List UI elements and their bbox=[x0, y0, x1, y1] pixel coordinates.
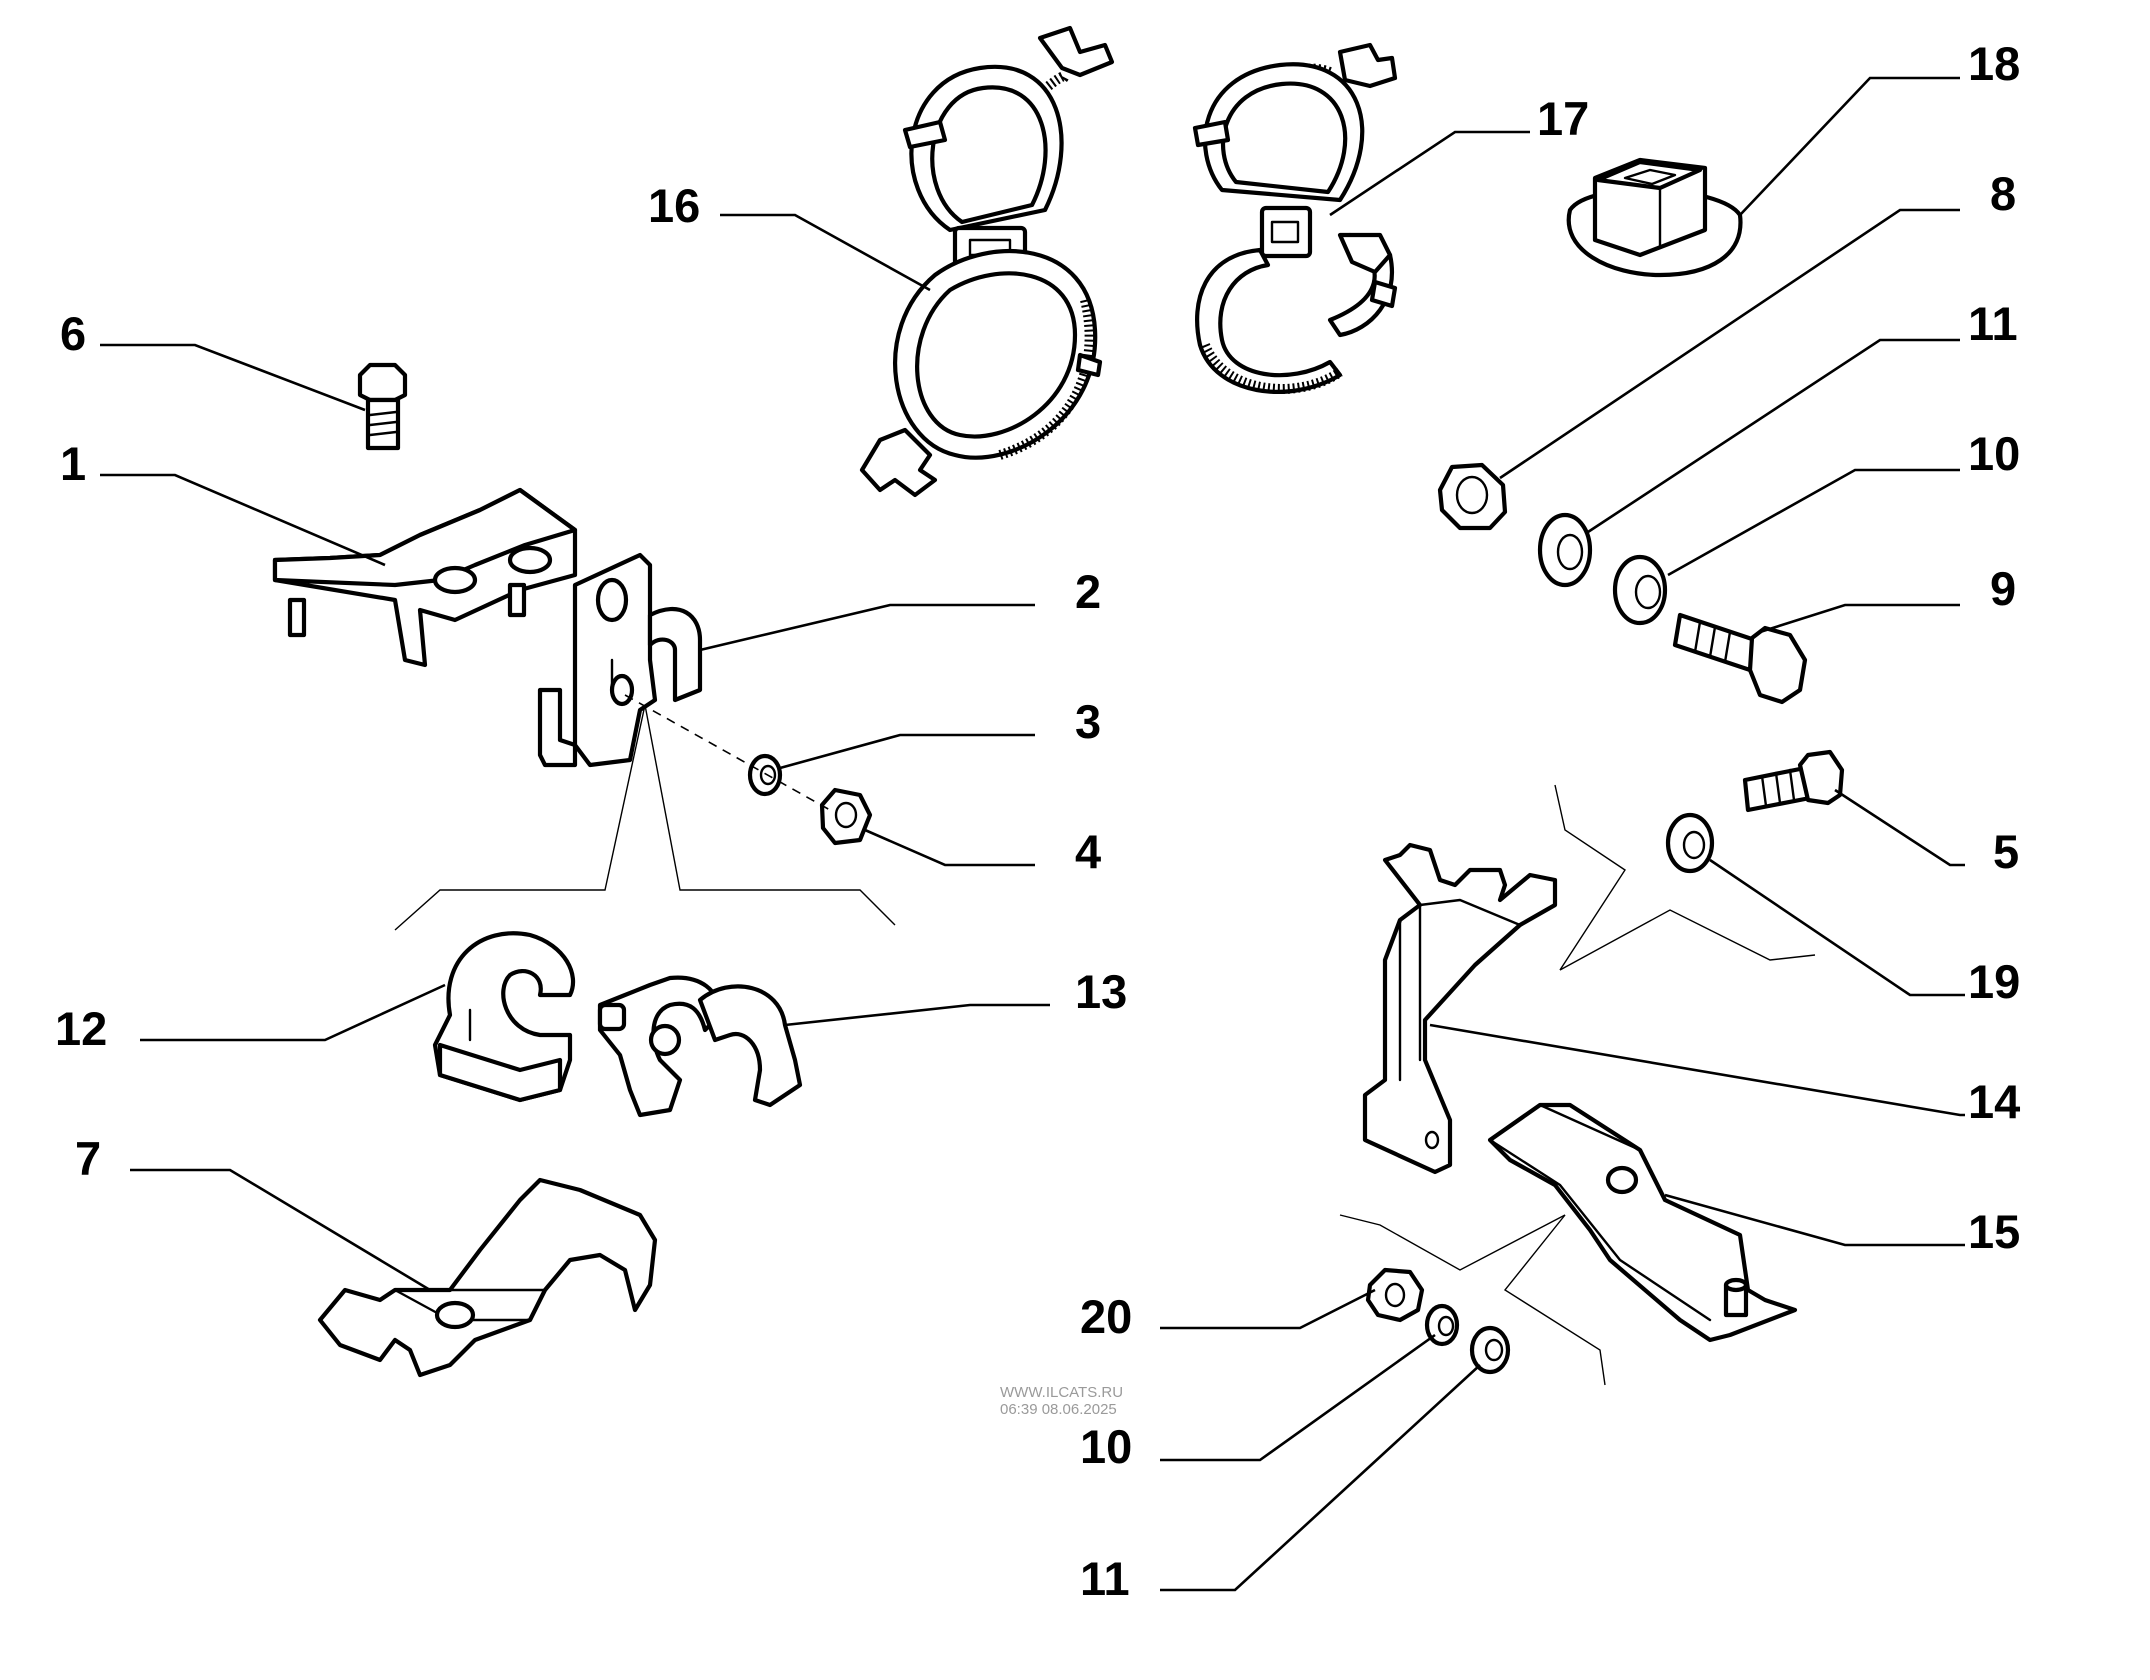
callout-3: 3 bbox=[1075, 695, 1101, 748]
part-11-washer bbox=[1537, 512, 1593, 588]
part-8-nut bbox=[1437, 462, 1508, 531]
assembly-group-lines bbox=[394, 704, 1816, 1386]
part-15-bracket bbox=[1487, 1102, 1798, 1343]
callout-4: 4 bbox=[1075, 825, 1101, 878]
callout-labels: 16 17 18 8 6 11 1 10 2 9 3 4 5 19 12 13 … bbox=[55, 37, 2020, 1605]
callout-6: 6 bbox=[60, 307, 86, 360]
callout-9: 9 bbox=[1990, 562, 2016, 615]
watermark: WWW.ILCATS.RU 06:39 08.06.2025 bbox=[1000, 1384, 1123, 1418]
part-16-double-clip bbox=[859, 25, 1115, 498]
callout-11-bottom: 11 bbox=[1080, 1552, 1130, 1605]
part-1-bracket bbox=[272, 487, 578, 668]
callout-12: 12 bbox=[55, 1002, 107, 1055]
part-4-nut bbox=[819, 787, 873, 846]
callout-13: 13 bbox=[1075, 965, 1127, 1018]
leader-lines bbox=[100, 76, 1965, 1592]
part-14-long-bracket bbox=[1362, 842, 1558, 1175]
callout-19: 19 bbox=[1968, 955, 2020, 1008]
part-19-washer bbox=[1665, 812, 1715, 874]
callout-2: 2 bbox=[1075, 565, 1101, 618]
watermark-line-1: WWW.ILCATS.RU bbox=[1000, 1384, 1123, 1401]
part-17-double-clip bbox=[1192, 42, 1398, 394]
callout-16: 16 bbox=[648, 179, 700, 232]
assembly-axis bbox=[624, 694, 831, 811]
part-5-bolt bbox=[1742, 749, 1845, 813]
callout-1: 1 bbox=[60, 437, 86, 490]
part-9-bolt bbox=[1672, 612, 1808, 705]
part-3-washer bbox=[747, 753, 783, 797]
callout-18: 18 bbox=[1968, 37, 2020, 90]
part-18-grommet bbox=[1566, 157, 1743, 278]
callout-20: 20 bbox=[1080, 1290, 1132, 1343]
part-7-bracket bbox=[317, 1177, 658, 1378]
callout-10-bottom: 10 bbox=[1080, 1420, 1132, 1473]
part-11-washer-bottom bbox=[1469, 1325, 1511, 1375]
part-20-nut bbox=[1365, 1267, 1425, 1323]
watermark-line-2: 06:39 08.06.2025 bbox=[1000, 1401, 1117, 1418]
part-6-bolt bbox=[357, 362, 408, 451]
part-2-plate-bracket bbox=[537, 552, 703, 768]
callout-15: 15 bbox=[1968, 1205, 2020, 1258]
callout-17: 17 bbox=[1537, 92, 1589, 145]
callout-10-top: 10 bbox=[1968, 427, 2020, 480]
callout-7: 7 bbox=[75, 1132, 101, 1185]
part-10-spacer bbox=[1612, 554, 1668, 626]
callout-5: 5 bbox=[1993, 825, 2019, 878]
callout-8: 8 bbox=[1990, 167, 2016, 220]
part-12-clip bbox=[432, 931, 576, 1103]
callout-11-top: 11 bbox=[1968, 297, 2018, 350]
part-13-clip bbox=[597, 975, 803, 1118]
callout-14: 14 bbox=[1968, 1075, 2020, 1128]
